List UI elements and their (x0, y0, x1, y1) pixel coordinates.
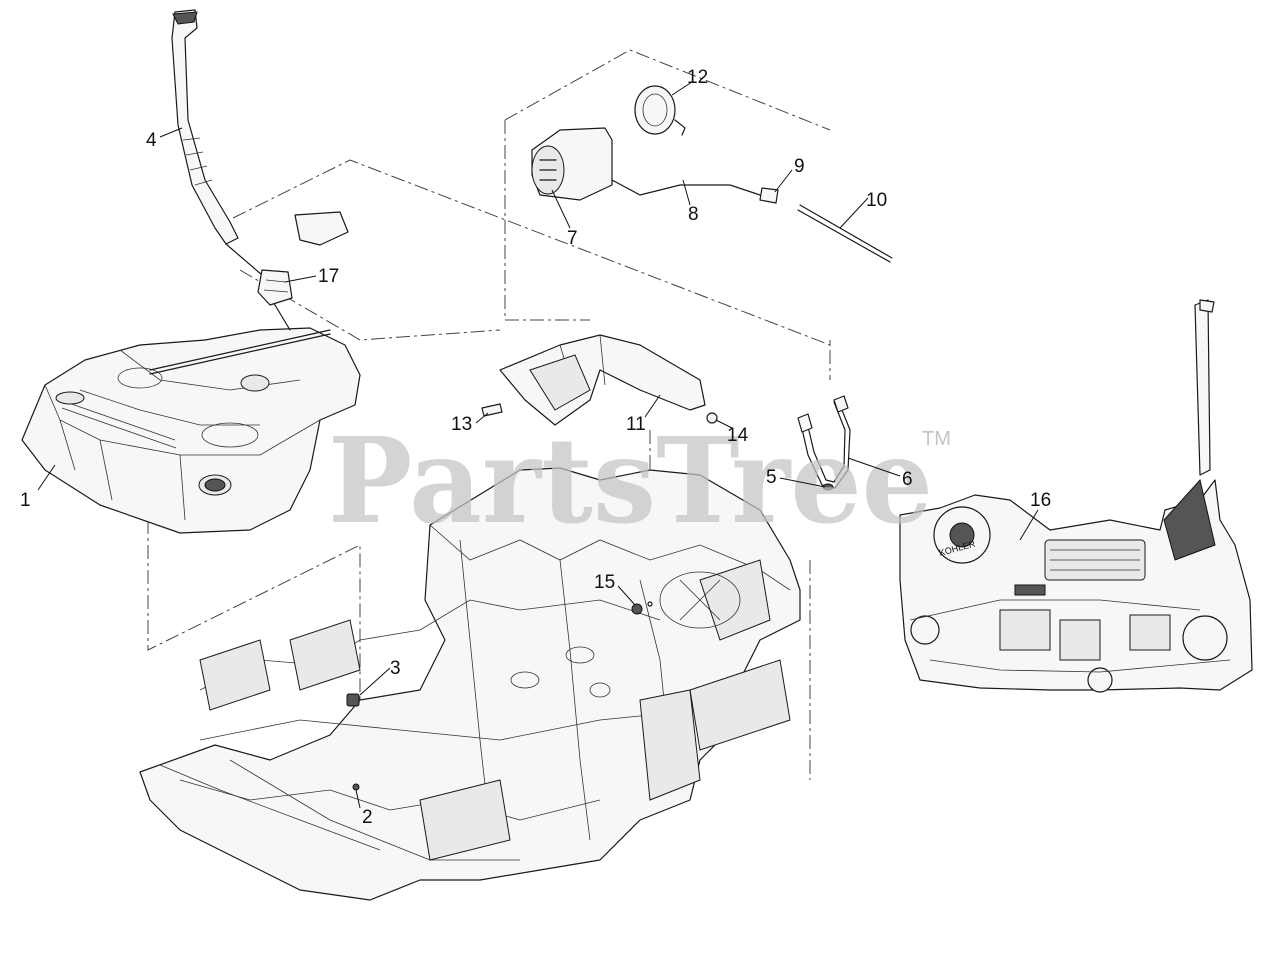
callout-8: 8 (688, 204, 699, 225)
callout-7: 7 (567, 228, 578, 249)
callout-11: 11 (626, 414, 646, 435)
callout-numbers: 1 2 3 4 5 6 7 8 9 10 11 12 13 14 15 16 1… (20, 67, 1051, 828)
callout-13: 13 (451, 414, 472, 435)
nut-part (631, 601, 653, 615)
callout-1: 1 (20, 490, 31, 511)
chassis-frame (139, 467, 801, 901)
carbon-canister (531, 127, 761, 201)
callout-leaders (37, 81, 1039, 809)
callout-9: 9 (794, 156, 805, 177)
callout-10: 10 (866, 190, 887, 211)
callout-17: 17 (318, 266, 339, 287)
callout-2: 2 (362, 807, 373, 828)
canister-clamp (634, 85, 686, 136)
callout-4: 4 (146, 130, 157, 151)
callout-5: 5 (766, 467, 777, 488)
canister-bracket (499, 334, 706, 426)
engine-assembly: KOHLER (899, 299, 1253, 693)
callout-6: 6 (902, 469, 913, 490)
bracket-hardware (481, 403, 718, 424)
trademark-symbol: TM (922, 428, 951, 450)
grommet-part (346, 693, 360, 791)
partstree-watermark: PartsTree (328, 411, 933, 550)
callout-12: 12 (687, 67, 708, 88)
callout-15: 15 (594, 572, 615, 593)
fuel-line (797, 395, 851, 491)
fuel-tank (21, 327, 361, 534)
callout-3: 3 (390, 658, 401, 679)
vent-fitting (257, 211, 349, 306)
vent-tube (759, 187, 893, 263)
callout-16: 16 (1030, 490, 1051, 511)
filler-neck-hose (171, 9, 291, 331)
callout-14: 14 (727, 425, 749, 446)
